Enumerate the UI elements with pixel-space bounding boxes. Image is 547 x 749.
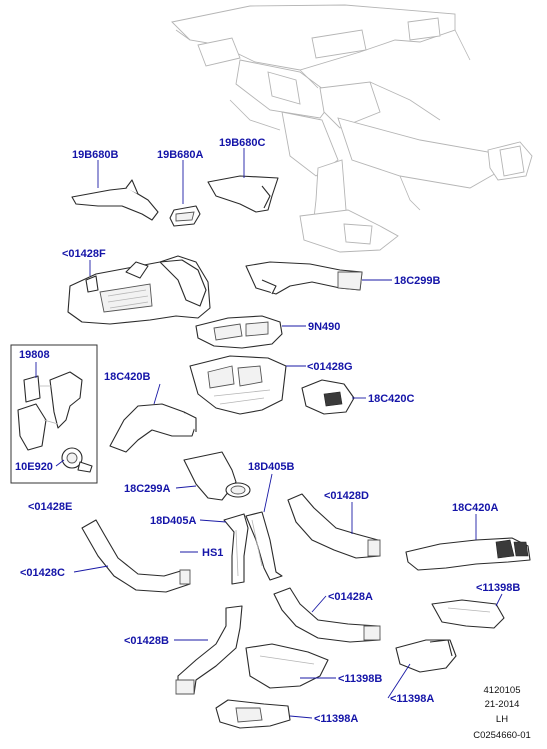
part-11398B-center	[245, 643, 329, 689]
kit-box-01428E	[10, 344, 98, 484]
label-19B680B: 19B680B	[72, 149, 119, 161]
label-19B680A: 19B680A	[157, 149, 204, 161]
footer-reference: 4120105 21-2014 LH C0254660-01	[473, 685, 531, 741]
label-19808: 19808	[19, 349, 50, 361]
label-01428B: <01428B	[124, 635, 169, 647]
part-01428G	[189, 355, 287, 415]
part-01428A	[273, 587, 381, 643]
part-18D405A	[223, 513, 249, 585]
part-01428D	[287, 493, 381, 559]
label-10E920: 10E920	[15, 461, 53, 473]
label-HS1: HS1	[202, 547, 223, 559]
part-01428B	[175, 605, 243, 695]
footer-code: 4120105	[484, 685, 521, 696]
label-01428A: <01428A	[328, 591, 373, 603]
part-9N490	[195, 315, 283, 349]
label-18C420C: 18C420C	[368, 393, 415, 405]
label-18C420A: 18C420A	[452, 502, 499, 514]
label-01428G: <01428G	[307, 361, 353, 373]
label-9N490: 9N490	[308, 321, 340, 333]
part-18C420C	[301, 379, 355, 415]
label-11398B-right: <11398B	[476, 582, 520, 594]
label-01428C: <01428C	[20, 567, 65, 579]
part-11398B-right	[431, 599, 505, 629]
part-19B680A	[169, 205, 201, 227]
label-01428D: <01428D	[324, 490, 369, 502]
label-18D405A: 18D405A	[150, 515, 197, 527]
label-01428F: <01428F	[62, 248, 106, 260]
label-11398A-right: <11398A	[390, 693, 434, 705]
part-19B680C	[207, 175, 279, 213]
footer-side: LH	[496, 714, 508, 725]
label-18C299B: 18C299B	[394, 275, 441, 287]
label-01428E: <01428E	[28, 501, 72, 513]
label-11398A-bottom: <11398A	[314, 713, 358, 725]
part-18D405B	[245, 511, 283, 581]
part-11398A-right	[395, 639, 457, 673]
part-18C299B	[245, 261, 363, 295]
footer-date: 21-2014	[485, 699, 520, 710]
part-01428F	[67, 255, 211, 325]
part-18C299A	[183, 451, 251, 501]
part-11398A-bottom	[215, 699, 291, 729]
label-18D405B: 18D405B	[248, 461, 295, 473]
footer-ref: C0254660-01	[473, 730, 531, 741]
label-18C299A: 18C299A	[124, 483, 171, 495]
part-19B680B	[71, 179, 159, 221]
label-11398B-center: <11398B	[338, 673, 382, 685]
dashboard-context-drawing	[171, 4, 533, 253]
part-01428C	[81, 519, 191, 593]
part-18C420A	[405, 537, 531, 571]
leader-lines	[35, 148, 503, 719]
part-labels: 19B680B 19B680A 19B680C <01428F 18C299B …	[15, 137, 520, 725]
label-19B680C: 19B680C	[219, 137, 266, 149]
label-18C420B: 18C420B	[104, 371, 151, 383]
part-18C420B	[109, 403, 197, 453]
